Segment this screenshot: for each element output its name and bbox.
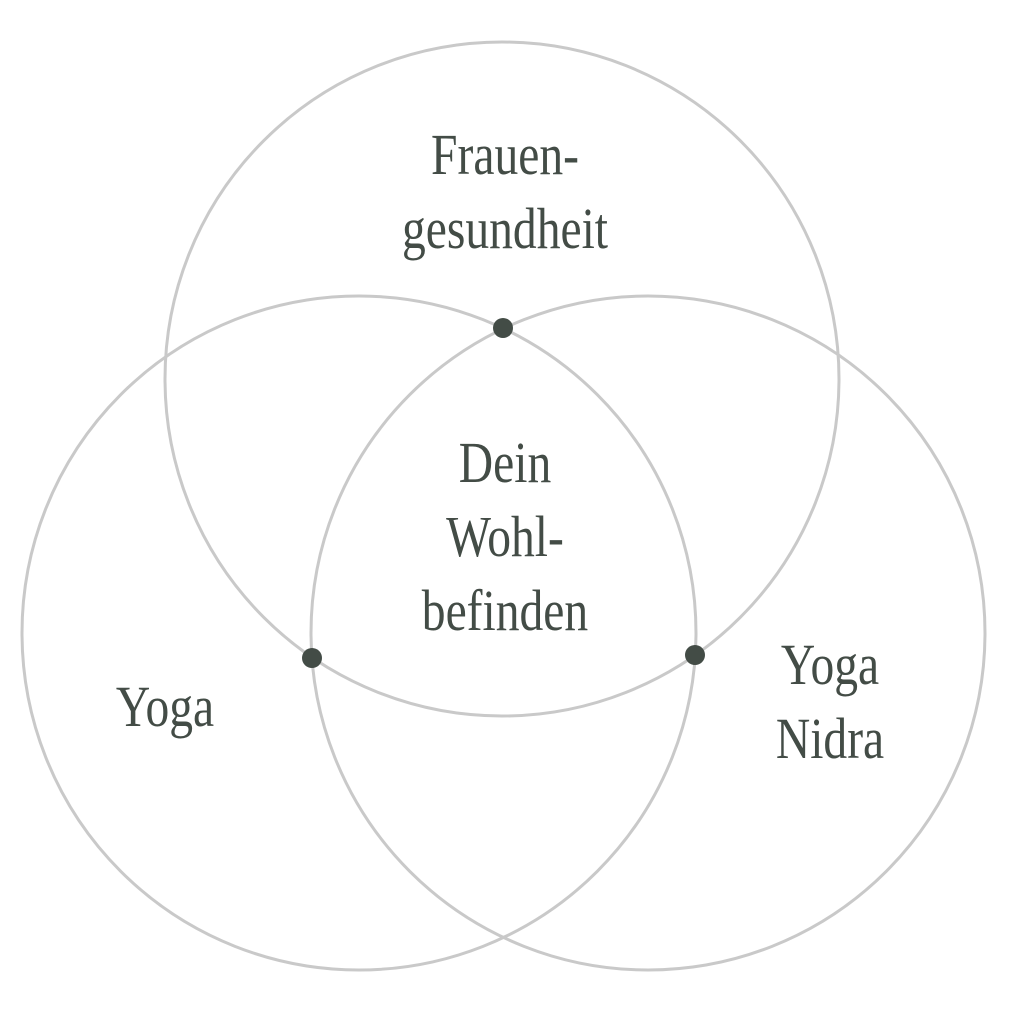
label-yoga-nidra: Yoga Nidra — [740, 628, 920, 776]
label-frauengesundheit-line-1: Frauen- — [431, 122, 579, 187]
circle-yoga-nidra — [309, 294, 987, 972]
intersection-dot-left — [302, 648, 322, 668]
circle-yoga — [20, 294, 698, 972]
label-frauengesundheit-line-2: gesundheit — [401, 196, 609, 261]
label-yoga-line-1: Yoga — [115, 674, 215, 739]
label-frauengesundheit: Frauen- gesundheit — [362, 118, 649, 266]
label-dein-wohlbefinden-line-2: Wohl- — [446, 504, 564, 569]
label-dein-wohlbefinden-line-3: befinden — [421, 578, 589, 643]
label-dein-wohlbefinden-line-1: Dein — [458, 430, 552, 495]
intersection-dot-right — [685, 645, 705, 665]
label-yoga: Yoga — [79, 670, 251, 744]
label-yoga-nidra-line-1: Yoga — [780, 632, 880, 697]
label-dein-wohlbefinden: Dein Wohl- befinden — [382, 426, 628, 648]
intersection-dot-top — [493, 318, 513, 338]
label-yoga-nidra-line-2: Nidra — [775, 706, 885, 771]
circle-frauengesundheit — [163, 40, 841, 718]
